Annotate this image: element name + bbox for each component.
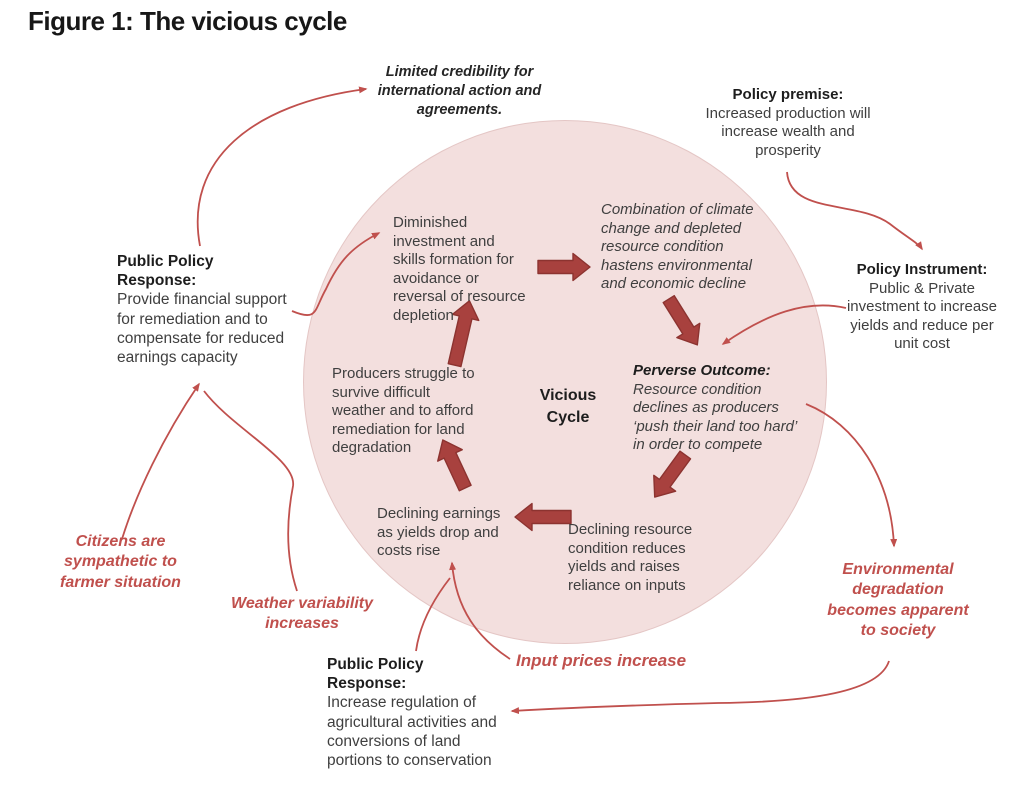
cycle-center-label: Vicious Cycle <box>539 387 597 426</box>
note-env-degradation: Environmental degradation becomes appare… <box>827 561 969 640</box>
node-combination: Combination of climate change and deplet… <box>601 201 754 293</box>
ppr-left-text: Provide financial support for remediatio… <box>117 291 287 367</box>
figure-title: Figure 1: The vicious cycle <box>28 6 347 36</box>
node-producers: Producers struggle to survive difficult … <box>332 365 475 457</box>
node-diminished: Diminished investment and skills formati… <box>393 214 526 324</box>
node-ppr-bottom: Public Policy Response: Increase regulat… <box>327 655 505 770</box>
policy-premise-title: Policy premise: <box>732 86 844 103</box>
node-ppr-left: Public Policy Response: Provide financia… <box>117 252 295 367</box>
perverse-text: Resource condition declines as producers… <box>633 380 797 454</box>
node-declining-earnings: Declining earnings as yields drop and co… <box>377 505 501 560</box>
note-limited-credibility: Limited credibility for international ac… <box>377 64 542 118</box>
policy-premise-text: Increased production will increase wealt… <box>705 104 871 159</box>
arrow-ppr-left-to-limited-credibility <box>196 86 368 247</box>
note-citizens: Citizens are sympathetic to farmer situa… <box>60 533 181 591</box>
node-perverse: Perverse Outcome: Resource condition dec… <box>633 362 801 455</box>
policy-instrument-title: Policy Instrument: <box>856 261 988 278</box>
perverse-title: Perverse Outcome: <box>633 362 771 379</box>
policy-instrument-text: Public & Private investment to increase … <box>846 279 998 353</box>
note-weather: Weather variability increases <box>231 595 373 633</box>
ppr-left-title: Public Policy Response: <box>117 253 214 290</box>
note-input-prices: Input prices increase <box>516 651 687 670</box>
node-policy-premise: Policy premise: Increased production wil… <box>698 86 878 160</box>
ppr-bottom-text: Increase regulation of agricultural acti… <box>327 694 497 770</box>
arrow-weather-to-ppr-left <box>203 390 298 592</box>
arrow-policy-premise-to-policy-instrument <box>786 171 923 251</box>
node-declining-resource: Declining resource condition reduces yie… <box>568 521 693 594</box>
ppr-bottom-title: Public Policy Response: <box>327 656 424 693</box>
node-policy-instrument: Policy Instrument: Public & Private inve… <box>842 261 1002 354</box>
arrow-citizens-to-ppr-left <box>121 382 200 540</box>
vicious-cycle-circle <box>303 120 827 644</box>
